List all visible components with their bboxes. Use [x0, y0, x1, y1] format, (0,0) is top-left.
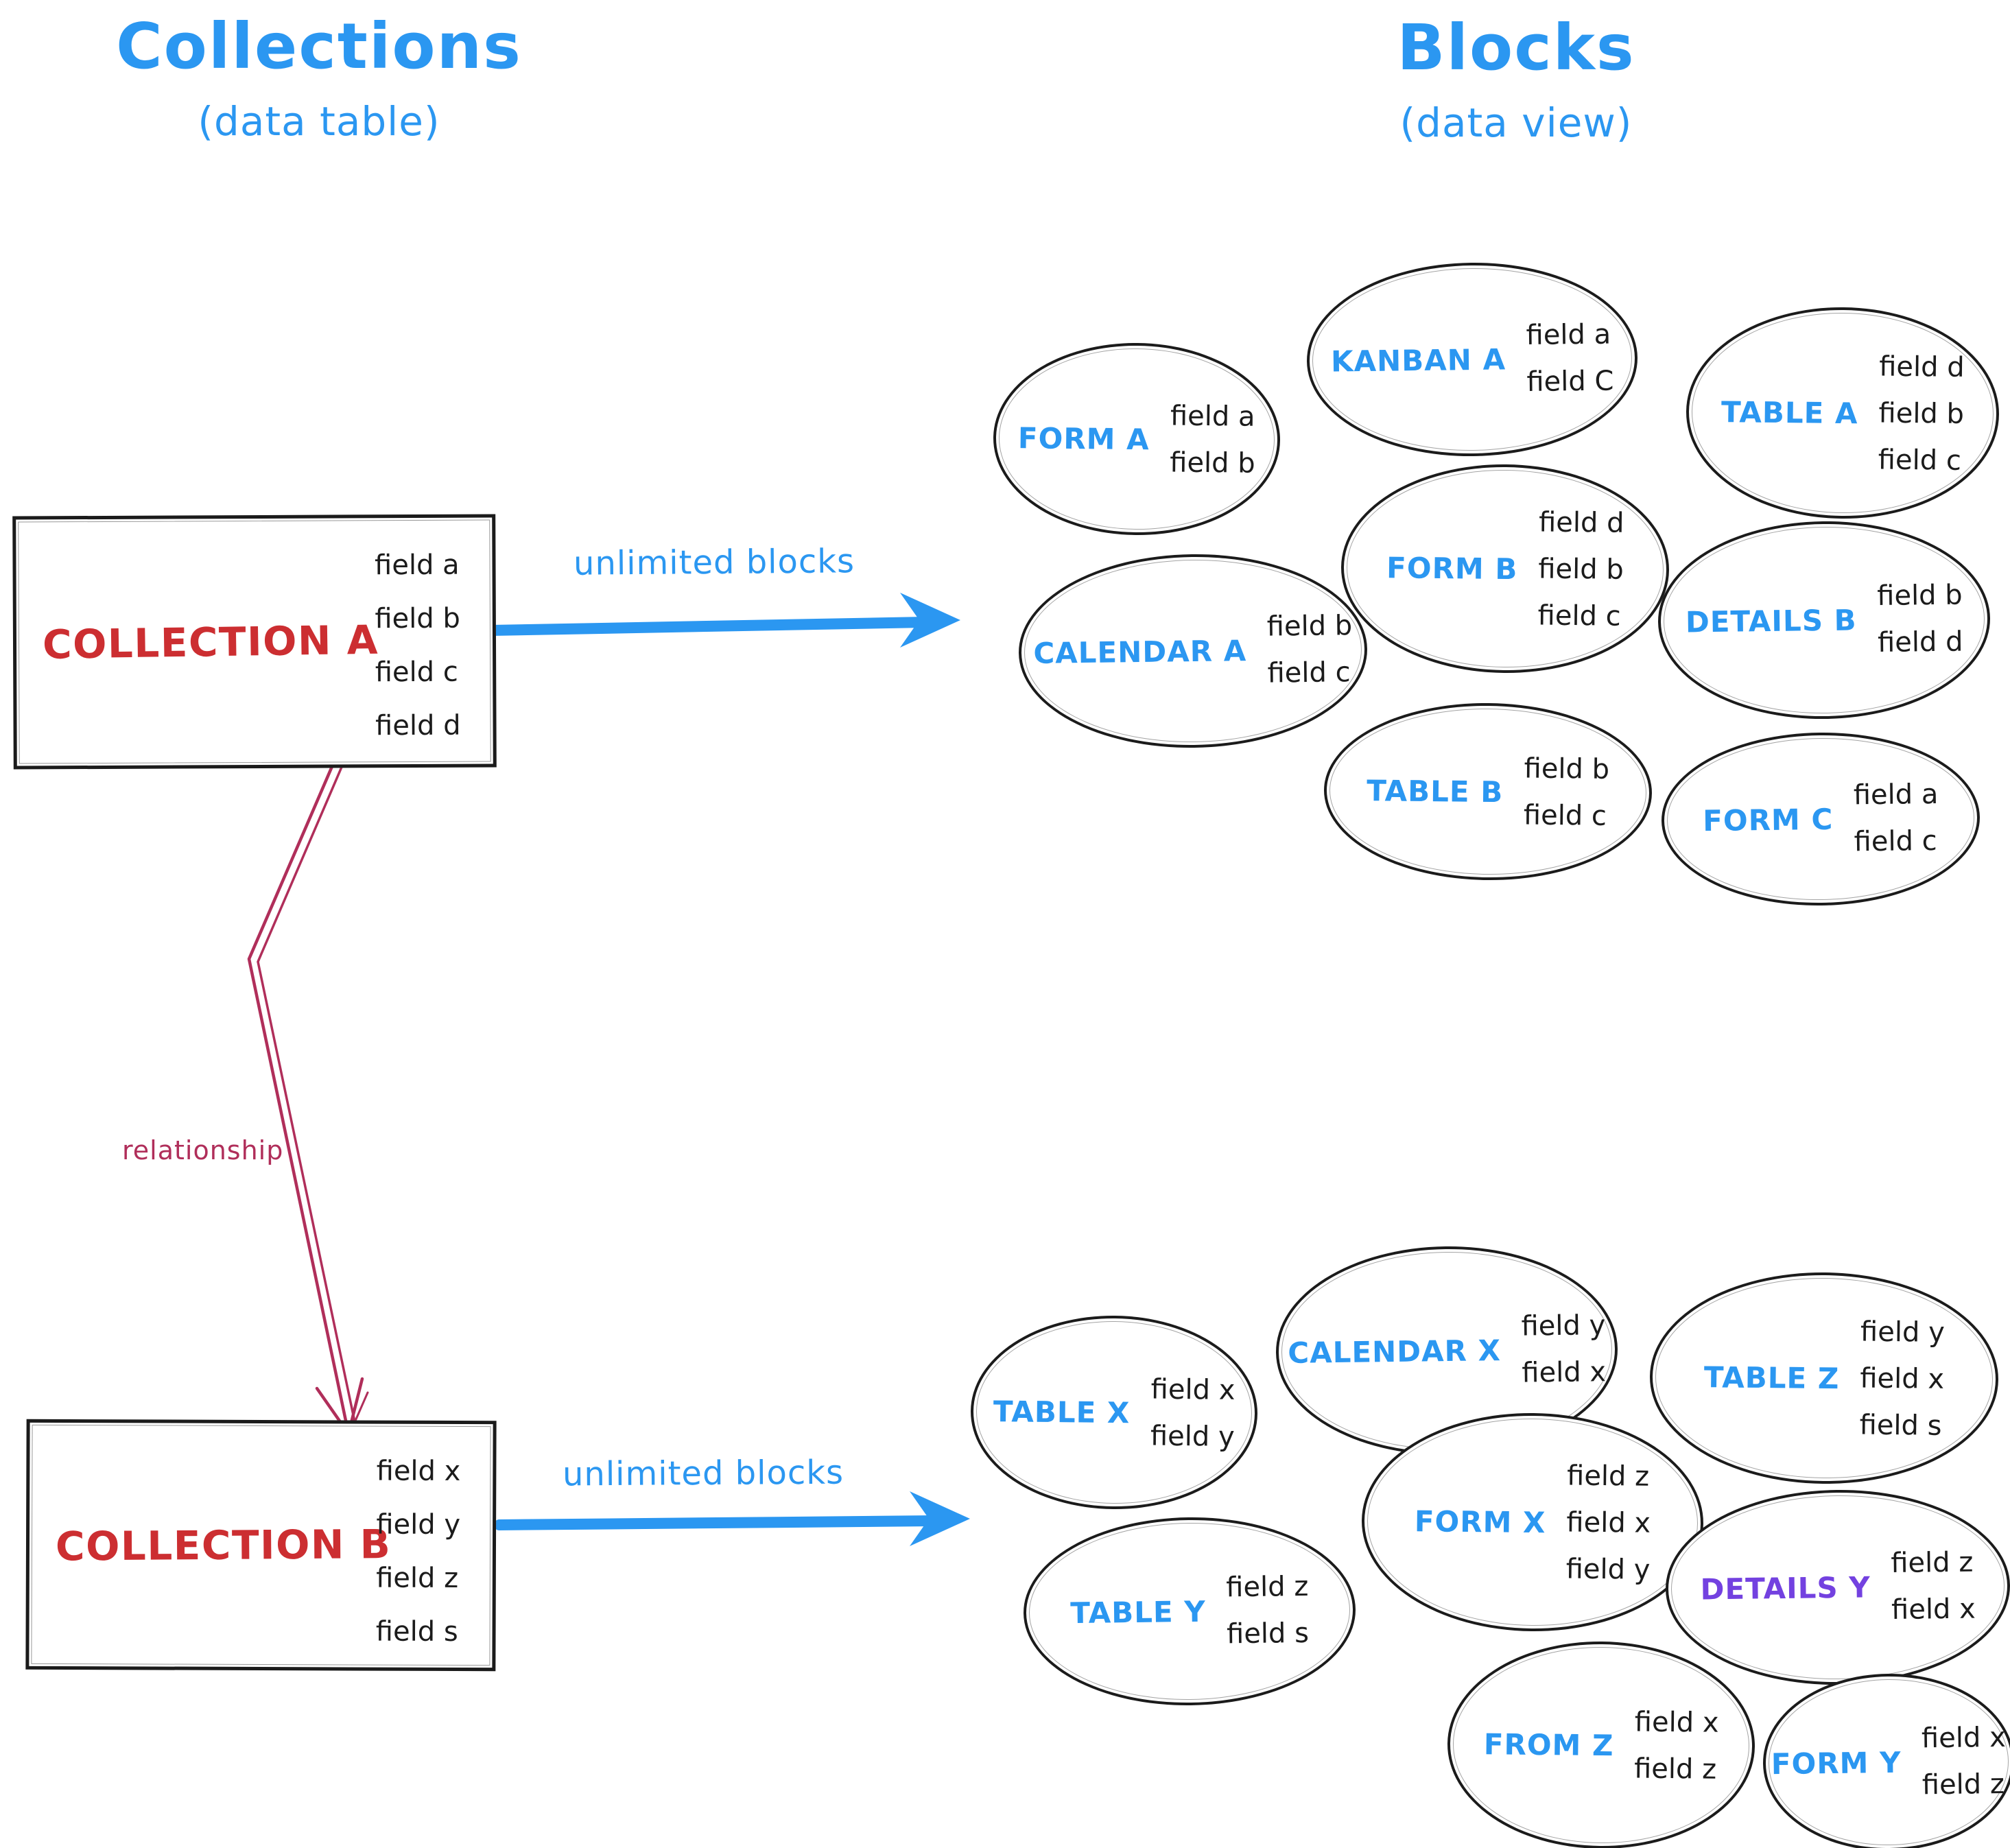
- unlimited-blocks-arrow-a: [486, 593, 960, 648]
- field: field d: [1877, 626, 1963, 659]
- collection-a-name: COLLECTION A: [42, 616, 379, 668]
- collections-subtitle: (data table): [198, 98, 440, 145]
- field: field x: [1891, 1593, 1976, 1626]
- collection-a-fields: field a field b field c field d: [375, 538, 461, 753]
- field: field a: [1170, 400, 1255, 433]
- block-label: KANBAN A: [1330, 342, 1506, 379]
- field: field c: [1267, 656, 1351, 689]
- block-label: FORM C: [1702, 802, 1834, 838]
- collection-b-fields: field x field y field z field s: [376, 1445, 461, 1659]
- field: field x: [1634, 1706, 1719, 1739]
- field: field b: [1876, 579, 1963, 613]
- field: field z: [1225, 1570, 1309, 1604]
- field: field b: [1266, 610, 1353, 643]
- field: field b: [1538, 553, 1624, 586]
- blocks-subtitle: (data view): [1399, 99, 1633, 146]
- block-fields: field y field x field s: [1859, 1316, 1945, 1442]
- field: field z: [1633, 1753, 1717, 1786]
- field: field b: [1170, 447, 1255, 479]
- block-label: FORM B: [1386, 550, 1518, 586]
- field: field c: [375, 656, 458, 689]
- field: field s: [1226, 1617, 1310, 1650]
- field: field s: [375, 1615, 458, 1648]
- field: field d: [1538, 506, 1624, 539]
- field: field x: [1150, 1373, 1235, 1406]
- block-label: FROM Z: [1483, 1727, 1614, 1762]
- field: field x: [1522, 1356, 1607, 1389]
- field: field c: [1854, 825, 1937, 858]
- blocks-title: Blocks: [1397, 11, 1635, 84]
- block-label: FORM Y: [1771, 1745, 1902, 1781]
- block-label: FORM X: [1414, 1504, 1546, 1539]
- field: field d: [1878, 351, 1965, 383]
- block-fields: field z field s: [1226, 1571, 1309, 1650]
- block-label: DETAILS Y: [1700, 1569, 1871, 1606]
- field: field y: [1860, 1316, 1946, 1349]
- field: field c: [1523, 799, 1607, 832]
- field: field z: [1922, 1768, 2005, 1801]
- field: field s: [1859, 1409, 1942, 1442]
- field: field b: [1878, 397, 1965, 430]
- field: field y: [1150, 1420, 1235, 1453]
- field: field z: [376, 1562, 459, 1595]
- block-fields: field d field b field c: [1878, 351, 1965, 477]
- relationship-arrow: [247, 739, 369, 1436]
- block-fields: field a field c: [1854, 779, 1939, 858]
- block-label: TABLE Y: [1069, 1594, 1206, 1630]
- block-fields: field b field c: [1266, 610, 1353, 689]
- field: field a: [1853, 778, 1939, 812]
- block-label: CALENDAR A: [1033, 633, 1247, 670]
- field: field C: [1526, 365, 1614, 399]
- collection-a-box: COLLECTION A field a field b field c fie…: [12, 514, 497, 770]
- relationship-label: relationship: [122, 1135, 284, 1165]
- block-label: TABLE B: [1367, 773, 1504, 809]
- field: field x: [376, 1455, 461, 1488]
- block-fields: field x field z: [1634, 1707, 1719, 1786]
- field: field d: [375, 709, 461, 742]
- block-label: TABLE X: [993, 1394, 1131, 1430]
- blocks-header: Blocks (data view): [1331, 11, 1701, 146]
- field: field a: [374, 549, 460, 582]
- field: field b: [375, 602, 460, 635]
- field: field c: [1537, 600, 1621, 632]
- block-label: DETAILS B: [1685, 602, 1857, 639]
- field: field a: [1526, 318, 1611, 352]
- field: field x: [1921, 1721, 2006, 1755]
- block-fields: field a field C: [1526, 318, 1614, 399]
- field: field b: [1524, 753, 1610, 785]
- field: field y: [1565, 1553, 1651, 1586]
- unlimited-blocks-arrow-b: [494, 1491, 970, 1546]
- block-fields: field z field x: [1891, 1547, 1976, 1626]
- block-fields: field b field d: [1877, 580, 1963, 659]
- collections-title: Collections: [116, 10, 522, 83]
- block-label: CALENDAR X: [1288, 1333, 1502, 1370]
- field: field y: [1521, 1310, 1606, 1342]
- collections-header: Collections (data table): [75, 10, 563, 145]
- block-fields: field a field b: [1170, 401, 1256, 479]
- field: field x: [1860, 1362, 1945, 1395]
- field: field y: [376, 1508, 461, 1541]
- field: field z: [1891, 1546, 1974, 1580]
- block-fields: field b field c: [1524, 753, 1610, 832]
- field: field x: [1566, 1506, 1651, 1539]
- block-fields: field d field b field c: [1537, 507, 1624, 632]
- block-fields: field z field x field y: [1565, 1460, 1651, 1586]
- block-fields: field x field y: [1150, 1374, 1235, 1453]
- field: field z: [1566, 1460, 1650, 1493]
- collection-b-name: COLLECTION B: [55, 1520, 392, 1570]
- field: field c: [1878, 444, 1962, 477]
- collection-b-box: COLLECTION B field x field y field z fie…: [25, 1419, 497, 1672]
- block-label: TABLE Z: [1703, 1360, 1840, 1395]
- block-fields: field x field z: [1922, 1722, 2007, 1801]
- block-label: TABLE A: [1721, 394, 1858, 430]
- block-label: FORM A: [1017, 420, 1150, 456]
- block-fields: field y field x: [1521, 1310, 1606, 1388]
